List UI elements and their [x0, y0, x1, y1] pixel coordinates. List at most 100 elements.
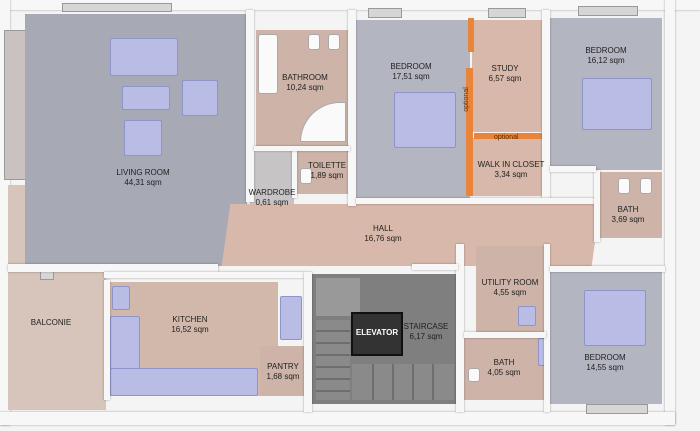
sofa — [110, 38, 178, 76]
armchair-right — [182, 80, 218, 116]
study-name: STUDY — [491, 64, 519, 73]
pantry-name: PANTRY — [267, 362, 299, 371]
double-bed-1 — [394, 92, 456, 148]
label-kitchen: KITCHEN 16,52 sqm — [171, 315, 208, 335]
study-window — [488, 8, 526, 18]
hall-area: 16,76 sqm — [364, 234, 402, 243]
optional-partition-top — [468, 18, 474, 52]
stair-step-5 — [316, 378, 350, 380]
wall-top-hall — [356, 198, 596, 204]
study-area: 6,57 sqm — [488, 74, 522, 83]
walk-in-closet-name: WALK IN CLOSET — [477, 160, 545, 169]
label-balcony: BALCONIE — [31, 318, 71, 328]
outer-wall-left — [0, 0, 10, 425]
wall-staircase-east — [456, 244, 464, 412]
elevator: ELEVATOR — [351, 312, 403, 356]
outer-wall-bottom — [0, 412, 675, 425]
stair-landing — [316, 278, 360, 316]
stair-flight-bottom — [352, 364, 454, 400]
wardrobe-area: 0,61 sqm — [255, 198, 289, 207]
label-utility: UTILITY ROOM 4,55 sqm — [482, 278, 539, 298]
pantry-area: 1,68 sqm — [266, 372, 300, 381]
hall-name: HALL — [372, 224, 394, 233]
wall-living-south — [8, 264, 218, 272]
utility-name: UTILITY ROOM — [481, 278, 539, 287]
label-living-room: LIVING ROOM 44,31 sqm — [116, 168, 169, 188]
bathroom-name: BATHROOM — [282, 73, 328, 82]
wall-staircase-west — [304, 272, 312, 412]
wall-living-east — [246, 10, 254, 202]
staircase-name: STAIRCASE — [403, 322, 449, 331]
bedroom3-window — [586, 404, 648, 414]
kitchen-area: 16,52 sqm — [171, 325, 209, 334]
room-walk-in-closet — [472, 138, 546, 196]
toilette-area: 1,89 sqm — [310, 171, 344, 180]
kitchen-counter-bottom — [110, 368, 258, 396]
optional-partition-vertical — [466, 68, 473, 196]
outer-wall-top — [0, 0, 700, 10]
outer-wall-right — [665, 0, 675, 425]
label-pantry: PANTRY 1,68 sqm — [267, 362, 300, 382]
toilet-bathroom-1 — [308, 34, 320, 50]
label-bedroom-3: BEDROOM 14,55 sqm — [584, 353, 625, 373]
stair-step-6 — [316, 390, 350, 392]
bedroom3-area: 14,55 sqm — [586, 363, 624, 372]
label-hall: HALL 16,76 sqm — [364, 224, 401, 244]
optional-partition-horizontal — [474, 133, 546, 139]
wall-bedroom3-north — [550, 266, 665, 272]
room-study — [472, 20, 542, 132]
wardrobe-name: WARDROBE — [248, 188, 296, 197]
label-toilette: TOILETTE 1,89 sqm — [308, 161, 346, 181]
stair-step-8 — [392, 364, 394, 400]
label-study: STUDY 6,57 sqm — [489, 64, 522, 84]
stair-step-4 — [316, 366, 350, 368]
stair-step-2 — [316, 342, 350, 344]
kitchen-counter-top — [112, 286, 130, 310]
bedroom1-name: BEDROOM — [390, 62, 432, 71]
label-bath-2: BATH 4,05 sqm — [488, 358, 521, 378]
stair-step-10 — [432, 364, 434, 400]
label-walk-in-closet: WALK IN CLOSET 3,34 sqm — [478, 160, 545, 180]
living-window-top — [62, 3, 172, 12]
bedroom2-area: 16,12 sqm — [587, 56, 625, 65]
toilette-name: TOILETTE — [307, 161, 347, 170]
stair-step-3 — [316, 354, 350, 356]
living-room-name: LIVING ROOM — [116, 168, 170, 177]
kitchen-name: KITCHEN — [172, 315, 208, 324]
wall-kitchen-west — [104, 280, 110, 400]
wall-bedroom2-south — [550, 166, 596, 172]
wall-bath1-west — [594, 170, 600, 242]
pantry-shelf — [280, 296, 302, 340]
optional-label-horizontal: optional — [494, 134, 519, 141]
label-staircase: STAIRCASE 6,17 sqm — [404, 322, 449, 342]
label-bedroom-1: BEDROOM 17,51 sqm — [390, 62, 431, 82]
wall-kitchen-north — [104, 272, 304, 278]
wall-toilette-west — [292, 148, 297, 198]
bedroom3-name: BEDROOM — [584, 353, 626, 362]
wall-hall-south — [412, 264, 458, 270]
washing-machine — [518, 306, 536, 326]
coffee-table — [122, 86, 170, 110]
stair-flight — [316, 320, 350, 400]
bath2-area: 4,05 sqm — [487, 368, 521, 377]
utility-area: 4,55 sqm — [493, 288, 527, 297]
bedroom1-window — [368, 8, 402, 18]
bedroom1-area: 17,51 sqm — [392, 72, 430, 81]
stair-step-1 — [316, 330, 350, 332]
living-room-area: 44,31 sqm — [124, 178, 162, 187]
label-bedroom-2: BEDROOM 16,12 sqm — [585, 46, 626, 66]
toilet-bath-2 — [468, 368, 480, 382]
toilet-bath-1 — [618, 178, 630, 194]
optional-label-vertical: optional — [462, 87, 470, 112]
bidet-bath-1 — [640, 178, 652, 194]
balcony-name: BALCONIE — [30, 318, 72, 327]
bedroom2-name: BEDROOM — [585, 46, 627, 55]
label-bathroom: BATHROOM 10,24 sqm — [282, 73, 328, 93]
walk-in-closet-area: 3,34 sqm — [494, 170, 528, 179]
balcony-window-left — [4, 30, 26, 180]
wall-utility-south — [464, 332, 546, 338]
bath1-area: 3,69 sqm — [611, 215, 645, 224]
wall-bathroom-east — [348, 10, 356, 206]
bath1-name: BATH — [617, 205, 639, 214]
